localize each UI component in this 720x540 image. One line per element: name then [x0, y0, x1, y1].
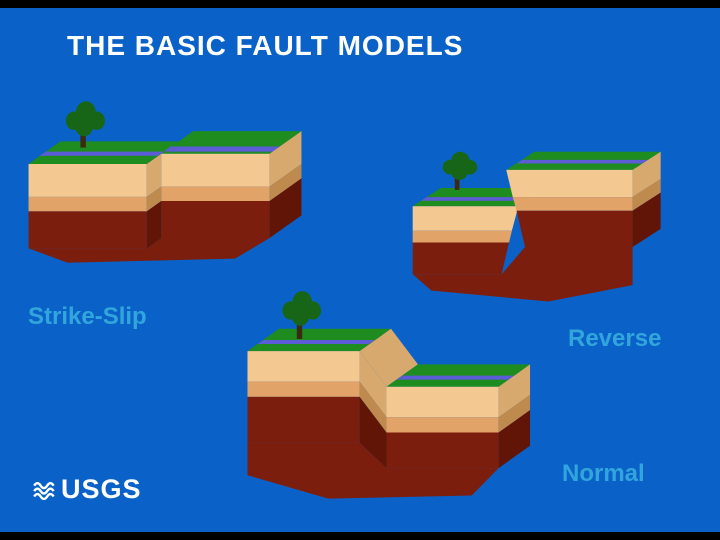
tree-icon — [442, 151, 478, 190]
river — [39, 151, 165, 156]
normal-fault-diagram — [247, 291, 531, 499]
usgs-logo: USGS — [32, 474, 142, 505]
strike-slip-fault-diagram — [28, 101, 302, 263]
reverse-label: Reverse — [568, 325, 662, 352]
river — [257, 339, 375, 345]
river — [396, 375, 515, 380]
hanging-wall-block — [506, 151, 661, 248]
right-block — [161, 131, 302, 239]
hanging-wall-block — [386, 364, 531, 469]
tree-icon — [282, 291, 322, 339]
strike-slip-label: Strike-Slip — [28, 303, 147, 330]
base-bedrock — [28, 238, 270, 263]
footwall-block — [247, 328, 391, 443]
river — [516, 159, 649, 164]
usgs-wave-icon — [33, 481, 55, 500]
river — [164, 146, 280, 152]
normal-label: Normal — [562, 460, 645, 487]
river — [421, 197, 533, 201]
slide: THE BASIC FAULT MODELS — [0, 8, 720, 532]
left-block — [28, 141, 179, 249]
fault-step-face — [146, 153, 162, 249]
usgs-logo-text: USGS — [61, 474, 142, 504]
base-bedrock — [247, 442, 499, 499]
base-bedrock — [412, 247, 633, 302]
tree-icon — [65, 101, 105, 148]
slide-title: THE BASIC FAULT MODELS — [67, 30, 464, 61]
reverse-fault-diagram — [412, 151, 661, 302]
fault-scarp-face — [359, 328, 418, 469]
